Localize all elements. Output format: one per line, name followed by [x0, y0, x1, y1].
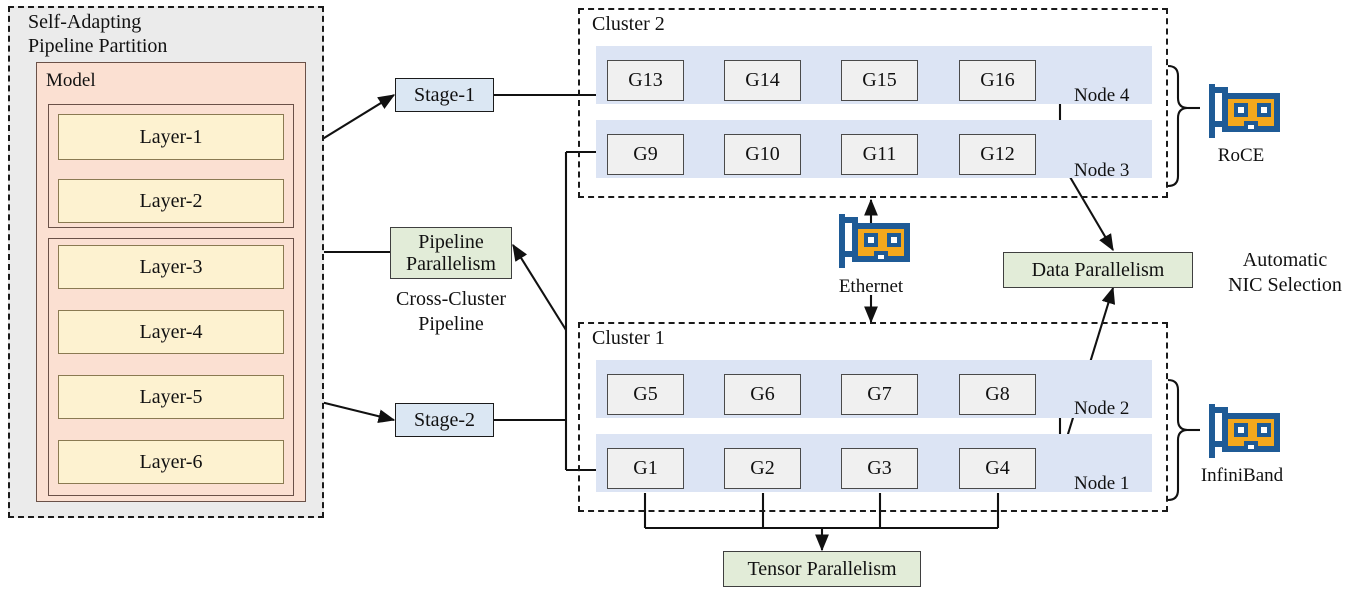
- pipeline-parallelism-label: Pipeline Parallelism: [406, 230, 496, 275]
- gpu-g16[interactable]: G16: [959, 60, 1036, 101]
- gpu-g15[interactable]: G15: [841, 60, 918, 101]
- layer-box-3[interactable]: Layer-3: [58, 245, 284, 289]
- stage-1-box[interactable]: Stage-1: [395, 78, 494, 112]
- stage-2-box[interactable]: Stage-2: [395, 403, 494, 437]
- gpu-g5[interactable]: G5: [607, 374, 684, 415]
- gpu-g14[interactable]: G14: [724, 60, 801, 101]
- cluster-1-label: Cluster 1: [592, 327, 665, 349]
- nic-card-icon-infiniband: [1209, 404, 1280, 458]
- pipeline-parallelism-box[interactable]: Pipeline Parallelism: [390, 227, 512, 279]
- node-2-label: Node 2: [1074, 398, 1130, 419]
- gpu-g11[interactable]: G11: [841, 134, 918, 175]
- gpu-g13[interactable]: G13: [607, 60, 684, 101]
- gpu-g3[interactable]: G3: [841, 448, 918, 489]
- model-label: Model: [46, 70, 96, 91]
- gpu-g8[interactable]: G8: [959, 374, 1036, 415]
- cluster-2-box: [578, 8, 1168, 198]
- ethernet-label: Ethernet: [838, 276, 904, 297]
- gpu-g4[interactable]: G4: [959, 448, 1036, 489]
- nic-card-icon-ethernet: [839, 214, 910, 268]
- layer-box-2[interactable]: Layer-2: [58, 179, 284, 223]
- layer-box-5[interactable]: Layer-5: [58, 375, 284, 419]
- cluster-2-label: Cluster 2: [592, 13, 665, 35]
- roce-label: RoCE: [1217, 145, 1265, 166]
- cluster-1-box: [578, 322, 1168, 512]
- gpu-g6[interactable]: G6: [724, 374, 801, 415]
- gpu-g9[interactable]: G9: [607, 134, 684, 175]
- data-parallelism-box[interactable]: Data Parallelism: [1003, 252, 1193, 288]
- node-4-label: Node 4: [1074, 85, 1130, 106]
- layer-box-1[interactable]: Layer-1: [58, 114, 284, 160]
- panel-title: Self-Adapting Pipeline Partition: [28, 11, 168, 58]
- tensor-parallelism-box[interactable]: Tensor Parallelism: [723, 551, 921, 587]
- cross-cluster-pipeline-caption: Cross-Cluster Pipeline: [396, 288, 506, 335]
- gpu-g10[interactable]: G10: [724, 134, 801, 175]
- infiniband-label: InfiniBand: [1200, 465, 1284, 486]
- gpu-g7[interactable]: G7: [841, 374, 918, 415]
- gpu-g2[interactable]: G2: [724, 448, 801, 489]
- gpu-g12[interactable]: G12: [959, 134, 1036, 175]
- automatic-nic-selection-caption: Automatic NIC Selection: [1228, 249, 1342, 296]
- node-1-label: Node 1: [1074, 473, 1130, 494]
- layer-box-6[interactable]: Layer-6: [58, 440, 284, 484]
- layer-box-4[interactable]: Layer-4: [58, 310, 284, 354]
- node-3-label: Node 3: [1074, 160, 1130, 181]
- gpu-g1[interactable]: G1: [607, 448, 684, 489]
- nic-card-icon-roce: [1209, 84, 1280, 138]
